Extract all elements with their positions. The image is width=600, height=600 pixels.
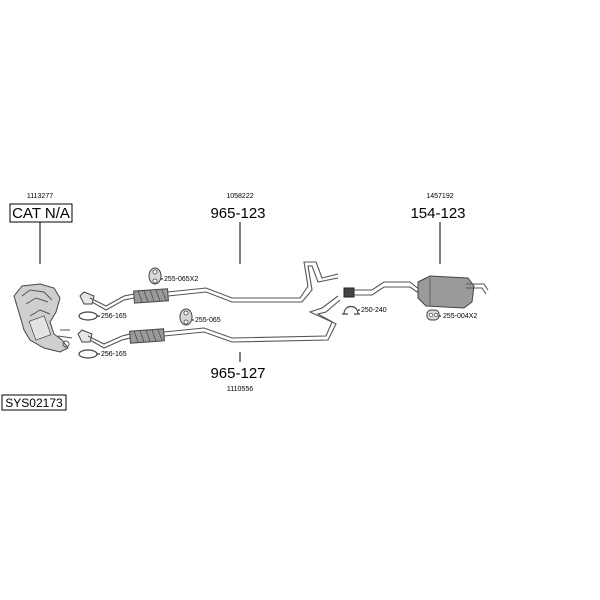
- gasket-top-icon: [78, 311, 98, 321]
- hanger-bottom-icon: [179, 308, 193, 326]
- rear-muffler-part: 154-123: [410, 205, 465, 222]
- rear-muffler-code: 1457192: [426, 193, 453, 200]
- clamp-icon: [342, 305, 360, 315]
- hanger-bottom-label: 255-065: [195, 317, 221, 324]
- gasket-bottom-label: 256-165: [101, 351, 127, 358]
- system-id: SYS02173: [5, 396, 63, 410]
- hanger-top-label: 255-065X2: [164, 276, 198, 283]
- rear-muffler-drawing: [343, 275, 489, 309]
- front-pipe-bottom-part: 965-127: [210, 365, 265, 382]
- catalyst-label-box: [9, 203, 73, 223]
- front-pipe-bottom-drawing: [77, 295, 341, 349]
- hanger-top-icon: [148, 267, 162, 285]
- front-pipe-bottom-code: 1110556: [227, 386, 253, 393]
- catalyst-label: CAT N/A: [12, 205, 70, 222]
- gasket-top-label: 256-165: [101, 313, 127, 320]
- front-pipe-top-part: 965-123: [210, 205, 265, 222]
- clamp-label: 250-240: [361, 307, 387, 314]
- catalyst-code: 1113277: [27, 193, 53, 200]
- rubber-mount-label: 255-004X2: [443, 313, 477, 320]
- system-id-box: [1, 394, 67, 411]
- catalyst-manifold-icon: [13, 283, 73, 353]
- gasket-bottom-icon: [78, 349, 98, 359]
- front-pipe-top-code: 1058222: [226, 193, 253, 200]
- front-pipe-top-drawing: [79, 261, 339, 311]
- rubber-mount-icon: [426, 309, 440, 321]
